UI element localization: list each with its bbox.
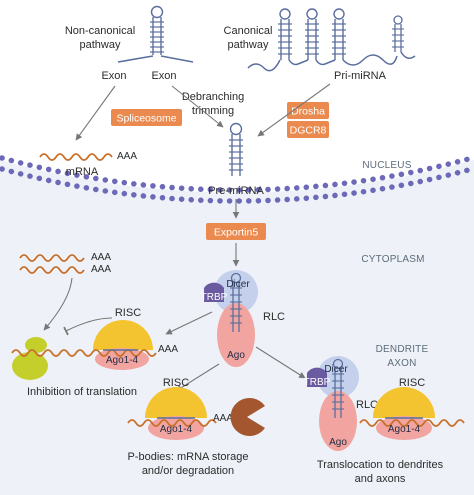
pbodies-label-2: and/or degradation bbox=[142, 465, 234, 477]
exportin5-label: Exportin5 bbox=[214, 227, 259, 239]
ago14-label-2: Ago1-4 bbox=[160, 424, 193, 435]
exon-label-2: Exon bbox=[151, 70, 176, 82]
aaa-inhibition: AAA bbox=[158, 344, 178, 355]
debranching-label: Debranching bbox=[182, 91, 244, 103]
nuclear-membrane bbox=[0, 155, 474, 204]
rlc-label-2: RLC bbox=[356, 399, 378, 411]
spliceosome-label: Spliceosome bbox=[116, 113, 176, 125]
risc-complex-1: Ago1-4 bbox=[11, 320, 157, 370]
ago-label-2: Ago bbox=[329, 437, 347, 448]
translocation-label-2: and axons bbox=[355, 473, 406, 485]
ago14-label-1: Ago1-4 bbox=[106, 355, 139, 366]
translocation-label-1: Translocation to dendrites bbox=[317, 459, 444, 471]
mrna-label: mRNA bbox=[66, 166, 99, 178]
aaa-pbody: AAA bbox=[213, 413, 233, 424]
trbp-label-2: TRBP bbox=[304, 377, 331, 388]
mirtron-hairpin bbox=[117, 5, 194, 63]
dendrite-region-label: DENDRITE bbox=[376, 344, 429, 355]
risc-complex-2: Ago1-4 bbox=[127, 387, 217, 440]
risc-complex-3: Ago1-4 bbox=[359, 387, 465, 440]
pathway-label-2: pathway bbox=[228, 39, 269, 51]
ribosome bbox=[12, 337, 48, 380]
drosha-box: Drosha bbox=[287, 102, 329, 119]
aaa-nucleus: AAA bbox=[117, 151, 137, 162]
aaa-top-1: AAA bbox=[91, 252, 111, 263]
dicer-label-2: Dicer bbox=[324, 364, 348, 375]
pbodies-label-1: P-bodies: mRNA storage bbox=[127, 451, 248, 463]
drosha-label: Drosha bbox=[291, 106, 325, 118]
trbp-label-1: TRBP bbox=[201, 292, 228, 303]
dicer-label-1: Dicer bbox=[226, 279, 250, 290]
risc-label-2: RISC bbox=[163, 377, 189, 389]
free-mrnas bbox=[19, 254, 85, 274]
rlc-label-1: RLC bbox=[263, 311, 285, 323]
arrow-mrna-to-ribosome bbox=[43, 277, 73, 331]
mrna-nucleus bbox=[39, 153, 113, 161]
pre-mirna-hairpin bbox=[229, 122, 243, 176]
axon-region-label: AXON bbox=[387, 358, 416, 369]
exportin5-box: Exportin5 bbox=[206, 223, 266, 240]
pri-mirna-label: Pri-miRNA bbox=[334, 70, 387, 82]
inhibition-bar bbox=[63, 317, 113, 336]
inhibition-label: Inhibition of translation bbox=[27, 386, 137, 398]
non-canonical-label: Non-canonical bbox=[65, 25, 135, 37]
canonical-label: Canonical bbox=[224, 25, 273, 37]
pre-mirna-label: Pre-miRNA bbox=[208, 185, 264, 197]
rlc-complex-2: Dicer TRBP Ago bbox=[304, 356, 359, 451]
trimming-label: trimming bbox=[192, 105, 234, 117]
nucleus-region-label: NUCLEUS bbox=[362, 160, 411, 171]
nucleus-arrows bbox=[75, 83, 331, 141]
rlc-arrows bbox=[165, 311, 306, 392]
rlc-complex-1: Dicer TRBP Ago bbox=[201, 270, 258, 367]
spliceosome-box: Spliceosome bbox=[111, 109, 182, 126]
ago14-label-3: Ago1-4 bbox=[388, 424, 421, 435]
pbody-pacman bbox=[230, 398, 265, 437]
risc-label-3: RISC bbox=[399, 377, 425, 389]
exon-label-1: Exon bbox=[101, 70, 126, 82]
dgcr8-label: DGCR8 bbox=[290, 125, 327, 137]
ago-label-1: Ago bbox=[227, 350, 245, 361]
dgcr8-box: DGCR8 bbox=[287, 121, 329, 138]
pathway-label-1: pathway bbox=[80, 39, 121, 51]
risc-label-1: RISC bbox=[115, 307, 141, 319]
pri-mirna-hairpins bbox=[247, 8, 416, 72]
aaa-top-2: AAA bbox=[91, 264, 111, 275]
cytoplasm-region-label: CYTOPLASM bbox=[361, 254, 424, 265]
